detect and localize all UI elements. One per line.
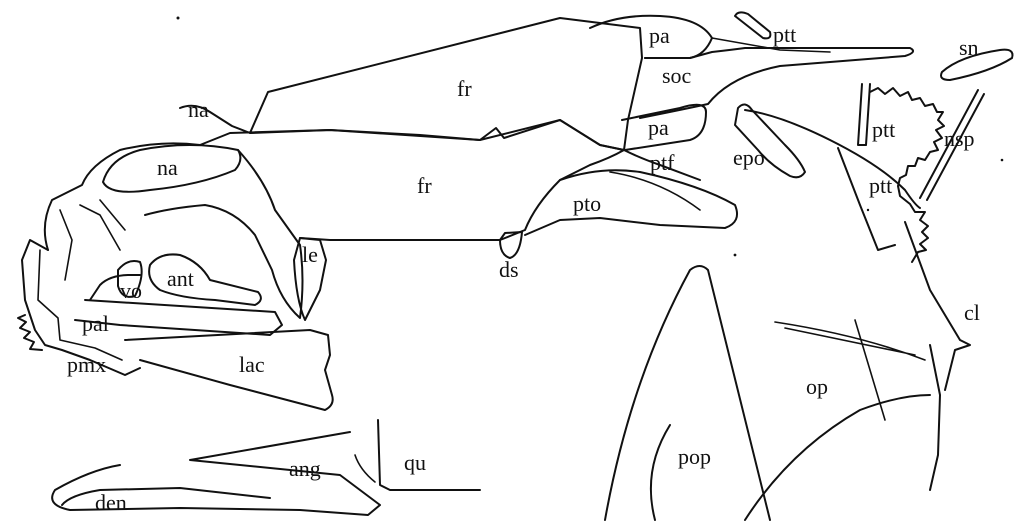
ptt-top-shape: [735, 12, 770, 38]
label-pop: pop: [678, 444, 711, 469]
label-soc: soc: [662, 63, 692, 88]
premaxilla-teeth: [18, 315, 42, 350]
speck-3: [1001, 159, 1004, 162]
speck-1: [177, 17, 180, 20]
label-cl: cl: [964, 300, 980, 325]
label-pa-mid: pa: [648, 115, 669, 140]
label-qu: qu: [404, 450, 426, 475]
opercle-rear: [930, 345, 940, 490]
dentary-inner: [62, 488, 270, 505]
label-den: den: [95, 490, 127, 515]
preopercle-outline: [605, 266, 770, 520]
maxilla-ridges: [60, 200, 125, 280]
label-pto: pto: [573, 191, 601, 216]
pto-inner: [610, 172, 700, 210]
label-nsp: nsp: [944, 126, 975, 151]
label-pa-top: pa: [649, 23, 670, 48]
speck-4: [867, 209, 869, 211]
speck-2: [734, 254, 737, 257]
label-fr-mid: fr: [417, 173, 432, 198]
ptt-lower-edge: [838, 148, 895, 250]
label-sn: sn: [959, 35, 979, 60]
label-ptt-top: ptt: [773, 22, 796, 47]
pto-outline: [525, 170, 737, 235]
label-ang: ang: [289, 456, 321, 481]
label-vo: vo: [120, 278, 142, 303]
label-na-mid: na: [157, 155, 178, 180]
lacrimal-outline: [125, 330, 333, 410]
label-pmx: pmx: [67, 352, 106, 377]
label-ant: ant: [167, 266, 194, 291]
label-fr-top: fr: [457, 76, 472, 101]
pop-inner-curve: [651, 425, 670, 520]
ptt-rods: [858, 84, 870, 145]
label-ptt-mid: ptt: [872, 117, 895, 142]
quadrate-line: [378, 420, 480, 490]
label-lac: lac: [239, 352, 265, 377]
cleithrum-outline: [905, 222, 970, 390]
angular-mark: [355, 455, 375, 482]
cleithrum-inner: [855, 320, 885, 420]
antorbital-shape: [149, 254, 261, 305]
label-na-top: na: [188, 97, 209, 122]
label-le: le: [302, 242, 318, 267]
label-ds: ds: [499, 257, 519, 282]
premaxilla-inner: [38, 250, 122, 360]
label-ptt-low: ptt: [869, 173, 892, 198]
label-op: op: [806, 374, 828, 399]
opercle-outline: [745, 395, 930, 520]
opercle-stripe: [775, 322, 925, 360]
label-pal: pal: [82, 311, 109, 336]
label-epo: epo: [733, 145, 765, 170]
label-ptf: ptf: [650, 150, 675, 175]
